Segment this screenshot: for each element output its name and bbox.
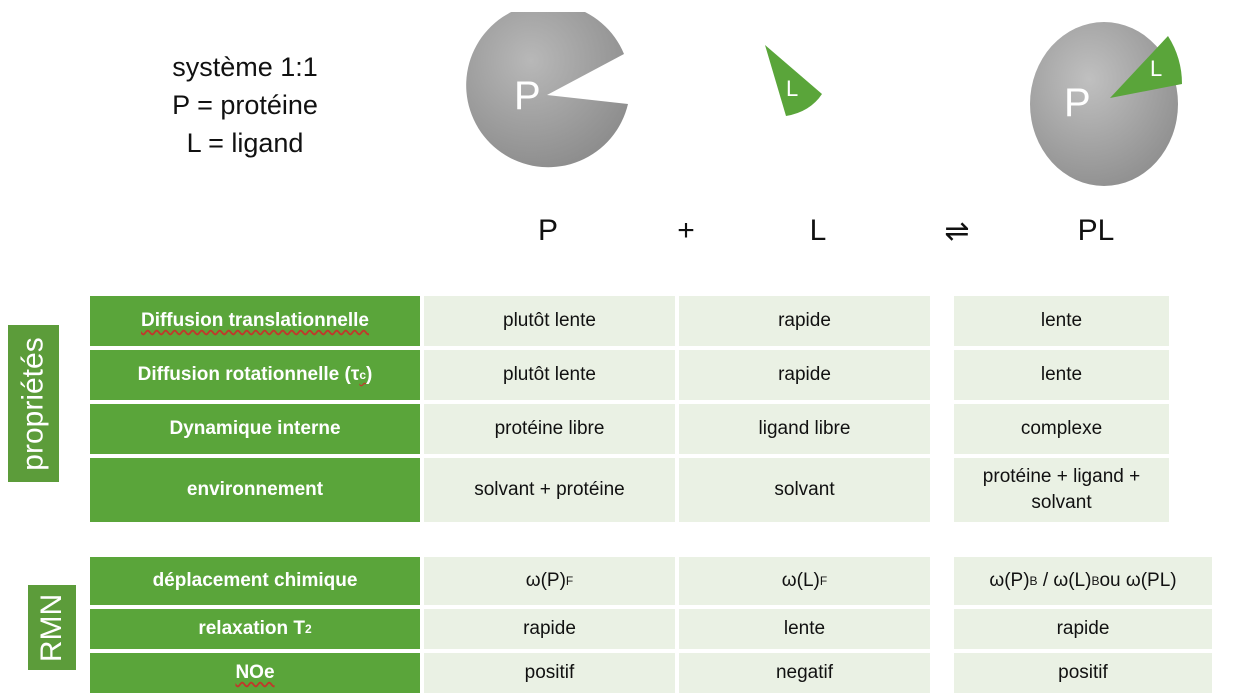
legend-line-system: système 1:1 — [172, 52, 318, 82]
nmr-value-l: ω(L)F — [679, 557, 930, 605]
property-label: environnement — [90, 458, 420, 522]
property-value-pl: lente — [954, 350, 1169, 400]
legend-line-ligand: L = ligand — [186, 128, 304, 158]
property-value-p: plutôt lente — [424, 350, 675, 400]
protein-shape: P — [466, 12, 628, 168]
equation-l: L — [809, 214, 827, 247]
nmr-label: NOe — [90, 653, 420, 693]
protein-shape-label: P — [514, 74, 541, 118]
complex-shape: P L — [1030, 22, 1182, 186]
nmr-value-pl: positif — [954, 653, 1212, 693]
equation-pl: PL — [1077, 214, 1115, 247]
properties-side-label: propriétés — [8, 325, 59, 482]
nmr-label: déplacement chimique — [90, 557, 420, 605]
property-value-pl: protéine + ligand + solvant — [954, 458, 1169, 522]
property-value-l: solvant — [679, 458, 930, 522]
nmr-value-p: rapide — [424, 609, 675, 649]
equation-plus: + — [677, 214, 695, 247]
property-value-pl: lente — [954, 296, 1169, 346]
property-value-pl: complexe — [954, 404, 1169, 454]
property-value-p: solvant + protéine — [424, 458, 675, 522]
complex-ligand-label: L — [1150, 56, 1162, 81]
complex-protein-label: P — [1064, 81, 1091, 125]
nmr-value-pl: rapide — [954, 609, 1212, 649]
properties-table: Diffusion translationnelle plutôt lente … — [90, 296, 1169, 522]
nmr-value-p: positif — [424, 653, 675, 693]
nmr-value-l: negatif — [679, 653, 930, 693]
equation-equilibrium-arrow: ⇌ — [944, 215, 970, 248]
property-label: Diffusion translationnelle — [90, 296, 420, 346]
property-value-p: protéine libre — [424, 404, 675, 454]
property-value-l: rapide — [679, 350, 930, 400]
nmr-value-l: lente — [679, 609, 930, 649]
property-value-l: ligand libre — [679, 404, 930, 454]
nmr-side-label: RMN — [28, 585, 76, 670]
ligand-shape-label: L — [786, 76, 798, 101]
property-label: Dynamique interne — [90, 404, 420, 454]
nmr-value-p: ω(P)F — [424, 557, 675, 605]
legend-line-protein: P = protéine — [172, 90, 318, 120]
nmr-table: déplacement chimique ω(P)F ω(L)F ω(P)B /… — [90, 557, 1212, 693]
system-legend: système 1:1 P = protéine L = ligand — [120, 48, 370, 162]
ligand-shape: L — [765, 45, 822, 116]
property-value-l: rapide — [679, 296, 930, 346]
equation-p: P — [537, 214, 559, 247]
property-value-p: plutôt lente — [424, 296, 675, 346]
